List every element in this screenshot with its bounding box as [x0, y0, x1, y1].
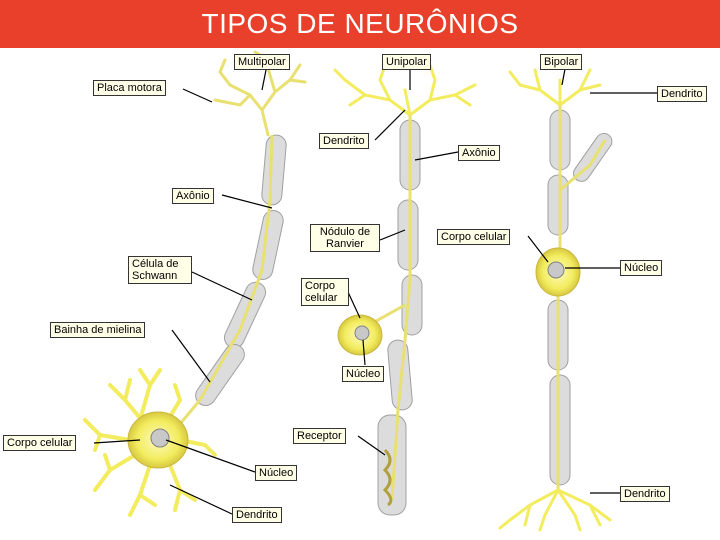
title-bar [0, 0, 720, 48]
bipolar-nucleus [547, 261, 565, 279]
label-unipolar: Unipolar [382, 54, 431, 70]
label-dendrito-bottom-left: Dendrito [232, 507, 282, 523]
multipolar-neuron [83, 50, 307, 517]
bipolar-top-dendrites [508, 68, 602, 107]
label-dendrito-mid: Dendrito [319, 133, 369, 149]
slide-title: TIPOS DE NEURÔNIOS [201, 8, 519, 39]
unipolar-nucleus [354, 325, 370, 341]
label-axonio-mid: Axônio [458, 145, 500, 161]
label-dendrito-bottom-right: Dendrito [620, 486, 670, 502]
label-celula-schwann: Célula de Schwann [128, 256, 192, 284]
label-nucleo-right: Núcleo [620, 260, 663, 276]
label-nucleo-mid: Núcleo [342, 366, 385, 382]
unipolar-neuron [333, 63, 477, 516]
bipolar-bottom-dendrites [498, 488, 612, 532]
label-nodulo-ranvier: Nódulo de Ranvier [310, 224, 380, 252]
label-nucleo-left: Núcleo [255, 465, 298, 481]
label-dendrito-top-right: Dendrito [657, 86, 707, 102]
label-corpo-celular-mid: Corpo celular [301, 278, 349, 306]
multipolar-nucleus [150, 428, 170, 448]
leader-lines [93, 68, 657, 515]
unipolar-dendrites [333, 63, 477, 117]
label-bipolar: Bipolar [540, 54, 583, 70]
bipolar-axon [556, 105, 562, 490]
label-axonio-left: Axônio [172, 188, 214, 204]
label-receptor: Receptor [293, 428, 346, 444]
bipolar-branch [559, 139, 607, 192]
multipolar-myelin-segments [195, 134, 287, 406]
label-corpo-celular-right: Corpo celular [437, 229, 511, 245]
multipolar-dendrites [83, 368, 217, 517]
label-placa-motora: Placa motora [93, 80, 166, 96]
label-bainha-mielina: Bainha de mielina [50, 322, 146, 338]
unipolar-axon [390, 115, 412, 501]
label-multipolar: Multipolar [234, 54, 290, 70]
unipolar-receptor [382, 448, 393, 507]
bipolar-neuron [498, 68, 613, 532]
label-corpo-celular-left: Corpo celular [3, 435, 77, 451]
